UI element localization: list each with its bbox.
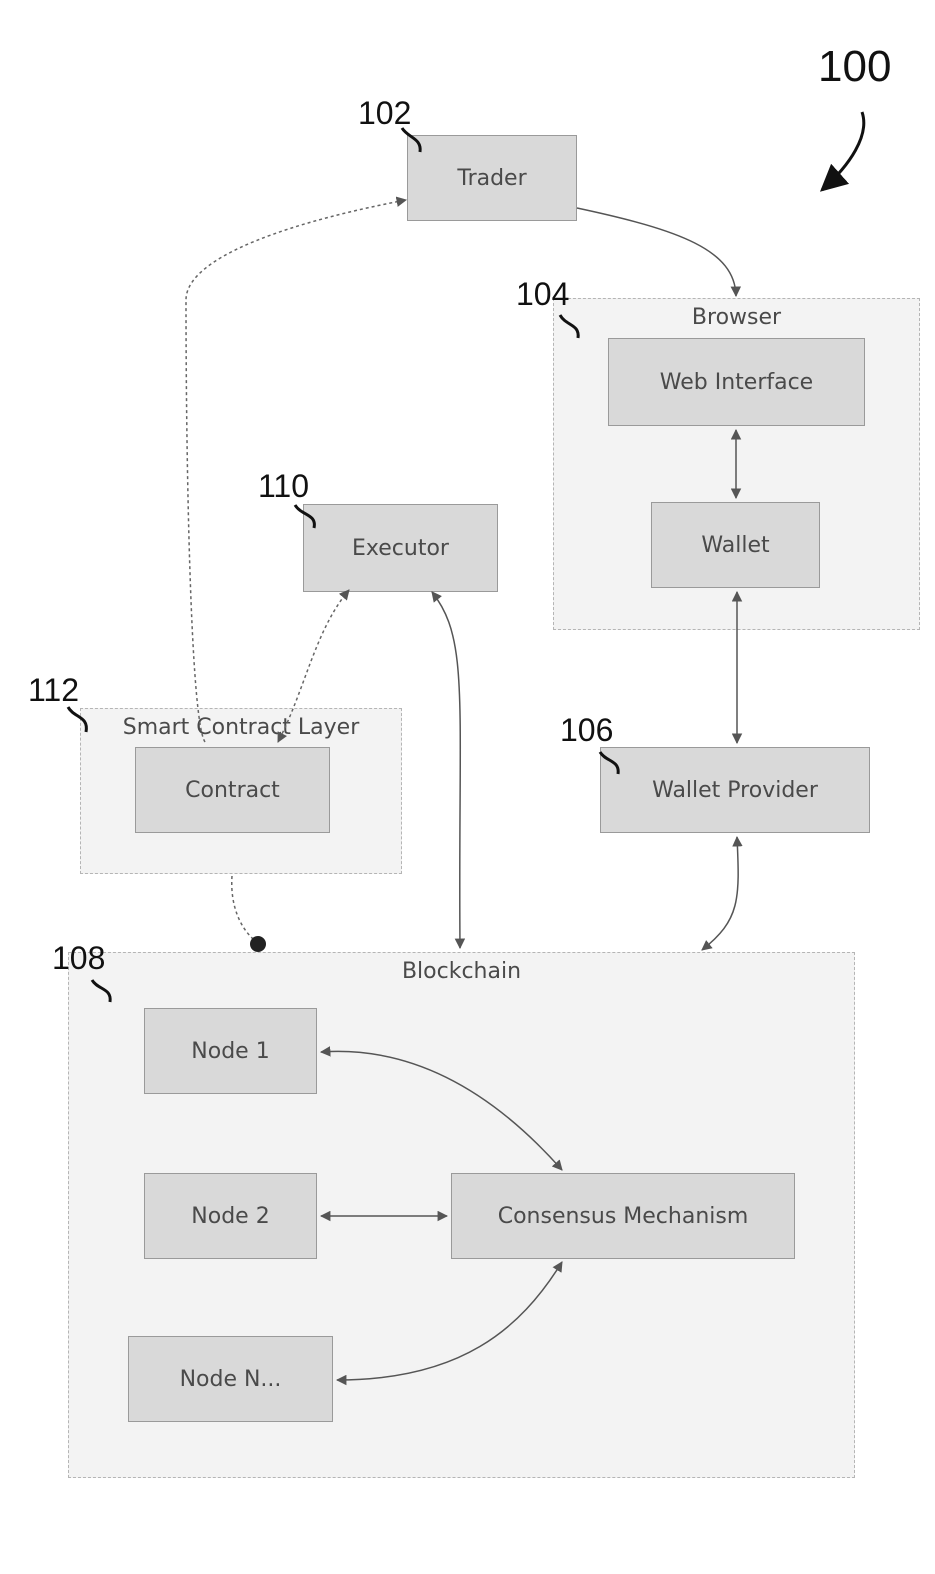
ref-leader-100 [822, 112, 864, 190]
arrow-executor-blockchain [432, 592, 460, 948]
ref-108: 108 [52, 940, 105, 977]
ref-106: 106 [560, 712, 613, 749]
ref-102: 102 [358, 95, 411, 132]
connector-contract-layer-blockchain [232, 876, 258, 943]
ref-110: 110 [258, 468, 309, 505]
ref-leader-112 [68, 707, 86, 732]
figure-number: 100 [818, 42, 891, 92]
ref-leader-106 [600, 752, 618, 774]
arrow-nodeN-consensus [337, 1262, 562, 1380]
arrow-executor-contract [278, 590, 349, 742]
ref-112: 112 [28, 672, 79, 709]
arrow-trader-to-browser [577, 208, 736, 296]
ref-leader-104 [560, 315, 578, 338]
blockchain-anchor-dot [250, 936, 266, 952]
arrow-node1-consensus [321, 1051, 562, 1170]
ref-leader-108 [92, 980, 110, 1002]
ref-leader-110 [295, 505, 314, 528]
ref-104: 104 [516, 276, 569, 313]
arrow-walletprovider-blockchain [702, 837, 738, 950]
